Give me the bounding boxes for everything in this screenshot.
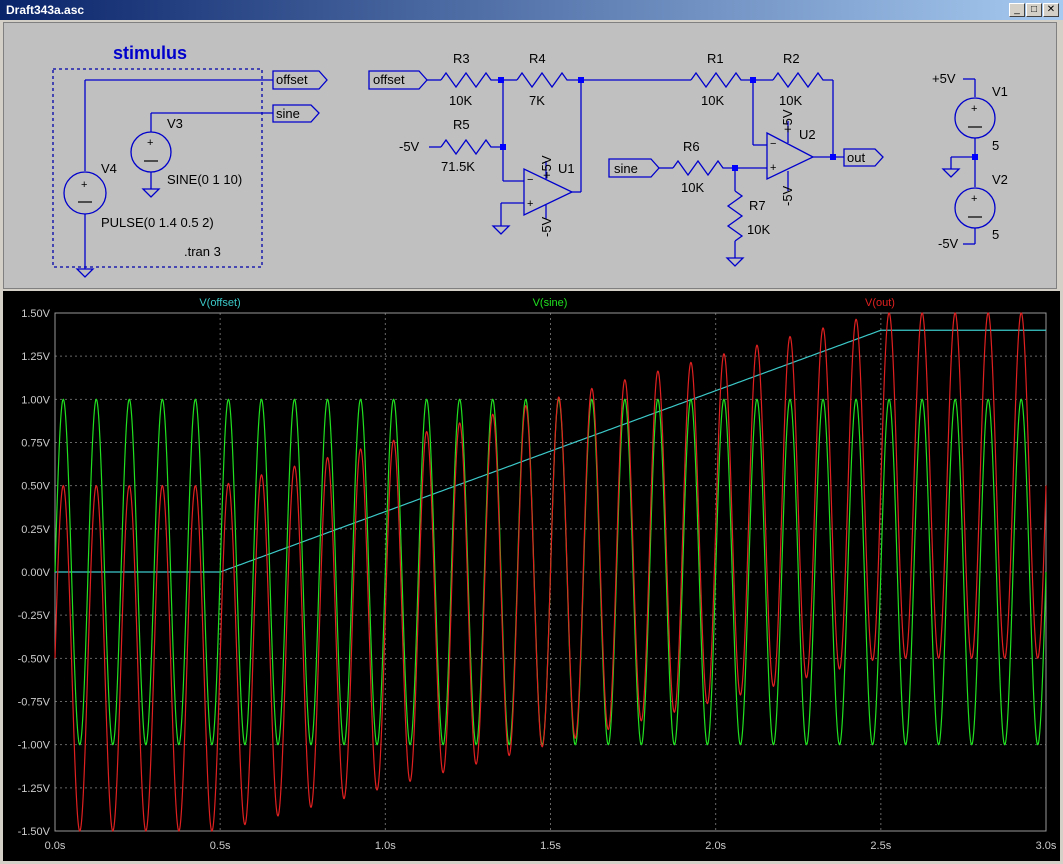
r5-supply: -5V [399, 139, 420, 154]
net-out: out [847, 150, 865, 165]
y-tick-label: -0.75V [18, 697, 51, 709]
schematic-editor[interactable]: stimulus offset sine offset sine out V4 … [3, 22, 1057, 289]
svg-text:+: + [971, 103, 977, 115]
svg-text:+: + [147, 137, 153, 149]
waveform-viewer[interactable]: 1.50V 1.25V 1.00V 0.75V 0.50V 0.25V 0.00V -0.25… [3, 291, 1060, 861]
v2-value: 5 [992, 227, 999, 242]
x-tick-label: 1.5s [540, 840, 561, 852]
trace-label[interactable]: V(offset) [199, 297, 240, 309]
v3-name: V3 [167, 116, 183, 131]
net-offset-out: offset [276, 72, 308, 87]
x-tick-label: 0.0s [45, 840, 66, 852]
close-button[interactable]: ✕ [1043, 3, 1059, 17]
u2-name: U2 [799, 127, 816, 142]
u2-neg-supply: -5V [780, 185, 795, 206]
svg-text:−: − [770, 138, 776, 150]
r2-value: 10K [779, 93, 802, 108]
x-tick-label: 0.5s [210, 840, 231, 852]
x-tick-label: 2.5s [870, 840, 891, 852]
x-tick-label: 3.0s [1036, 840, 1057, 852]
v1-value: 5 [992, 138, 999, 153]
r3-value: 10K [449, 93, 472, 108]
y-tick-label: 1.00V [21, 394, 50, 406]
u2-pos-supply: +5V [780, 109, 795, 133]
r6-name: R6 [683, 139, 700, 154]
trace-label[interactable]: V(sine) [533, 297, 568, 309]
y-tick-label: -1.50V [18, 826, 51, 838]
stimulus-label: stimulus [113, 43, 187, 63]
u1-neg-supply: -5V [539, 216, 554, 237]
v4-name: V4 [101, 161, 117, 176]
trace-label[interactable]: V(out) [865, 297, 895, 309]
r1-value: 10K [701, 93, 724, 108]
y-tick-label: 0.00V [21, 567, 50, 579]
y-tick-label: 0.75V [21, 438, 50, 450]
y-tick-label: -1.25V [18, 783, 51, 795]
r4-name: R4 [529, 51, 546, 66]
v4-value: PULSE(0 1.4 0.5 2) [101, 215, 214, 230]
v2-name: V2 [992, 172, 1008, 187]
v2-supply: -5V [938, 236, 959, 251]
r7-name: R7 [749, 198, 766, 213]
y-tick-label: 0.25V [21, 524, 50, 536]
x-tick-label: 1.0s [375, 840, 396, 852]
y-tick-label: -0.50V [18, 653, 51, 665]
r1-name: R1 [707, 51, 724, 66]
net-sine-in: sine [614, 161, 638, 176]
r7-value: 10K [747, 222, 770, 237]
u1-name: U1 [558, 161, 575, 176]
net-offset-in: offset [373, 72, 405, 87]
v3-value: SINE(0 1 10) [167, 172, 242, 187]
x-tick-label: 2.0s [705, 840, 726, 852]
y-tick-label: 1.50V [21, 308, 50, 320]
svg-text:+: + [81, 179, 87, 191]
net-sine-out: sine [276, 106, 300, 121]
tran-directive: .tran 3 [184, 244, 221, 259]
minimize-button[interactable]: _ [1009, 3, 1025, 17]
svg-text:+: + [527, 198, 533, 210]
y-tick-label: -1.00V [18, 740, 51, 752]
y-tick-label: 1.25V [21, 351, 50, 363]
y-tick-label: -0.25V [18, 610, 51, 622]
r5-value: 71.5K [441, 159, 475, 174]
r2-name: R2 [783, 51, 800, 66]
y-tick-label: 0.50V [21, 481, 50, 493]
r4-value: 7K [529, 93, 545, 108]
r5-name: R5 [453, 117, 470, 132]
v1-supply: +5V [932, 71, 956, 86]
trace-offset [55, 329, 1046, 573]
v1-name: V1 [992, 84, 1008, 99]
svg-text:+: + [971, 193, 977, 205]
svg-text:−: − [527, 174, 533, 186]
window-titlebar: Draft343a.asc _ □ ✕ [0, 0, 1063, 20]
r3-name: R3 [453, 51, 470, 66]
trace-out [54, 312, 1047, 832]
u1-pos-supply: +5V [539, 155, 554, 179]
svg-text:+: + [770, 162, 776, 174]
r6-value: 10K [681, 180, 704, 195]
maximize-button[interactable]: □ [1026, 3, 1042, 17]
window-title: Draft343a.asc [6, 3, 85, 17]
